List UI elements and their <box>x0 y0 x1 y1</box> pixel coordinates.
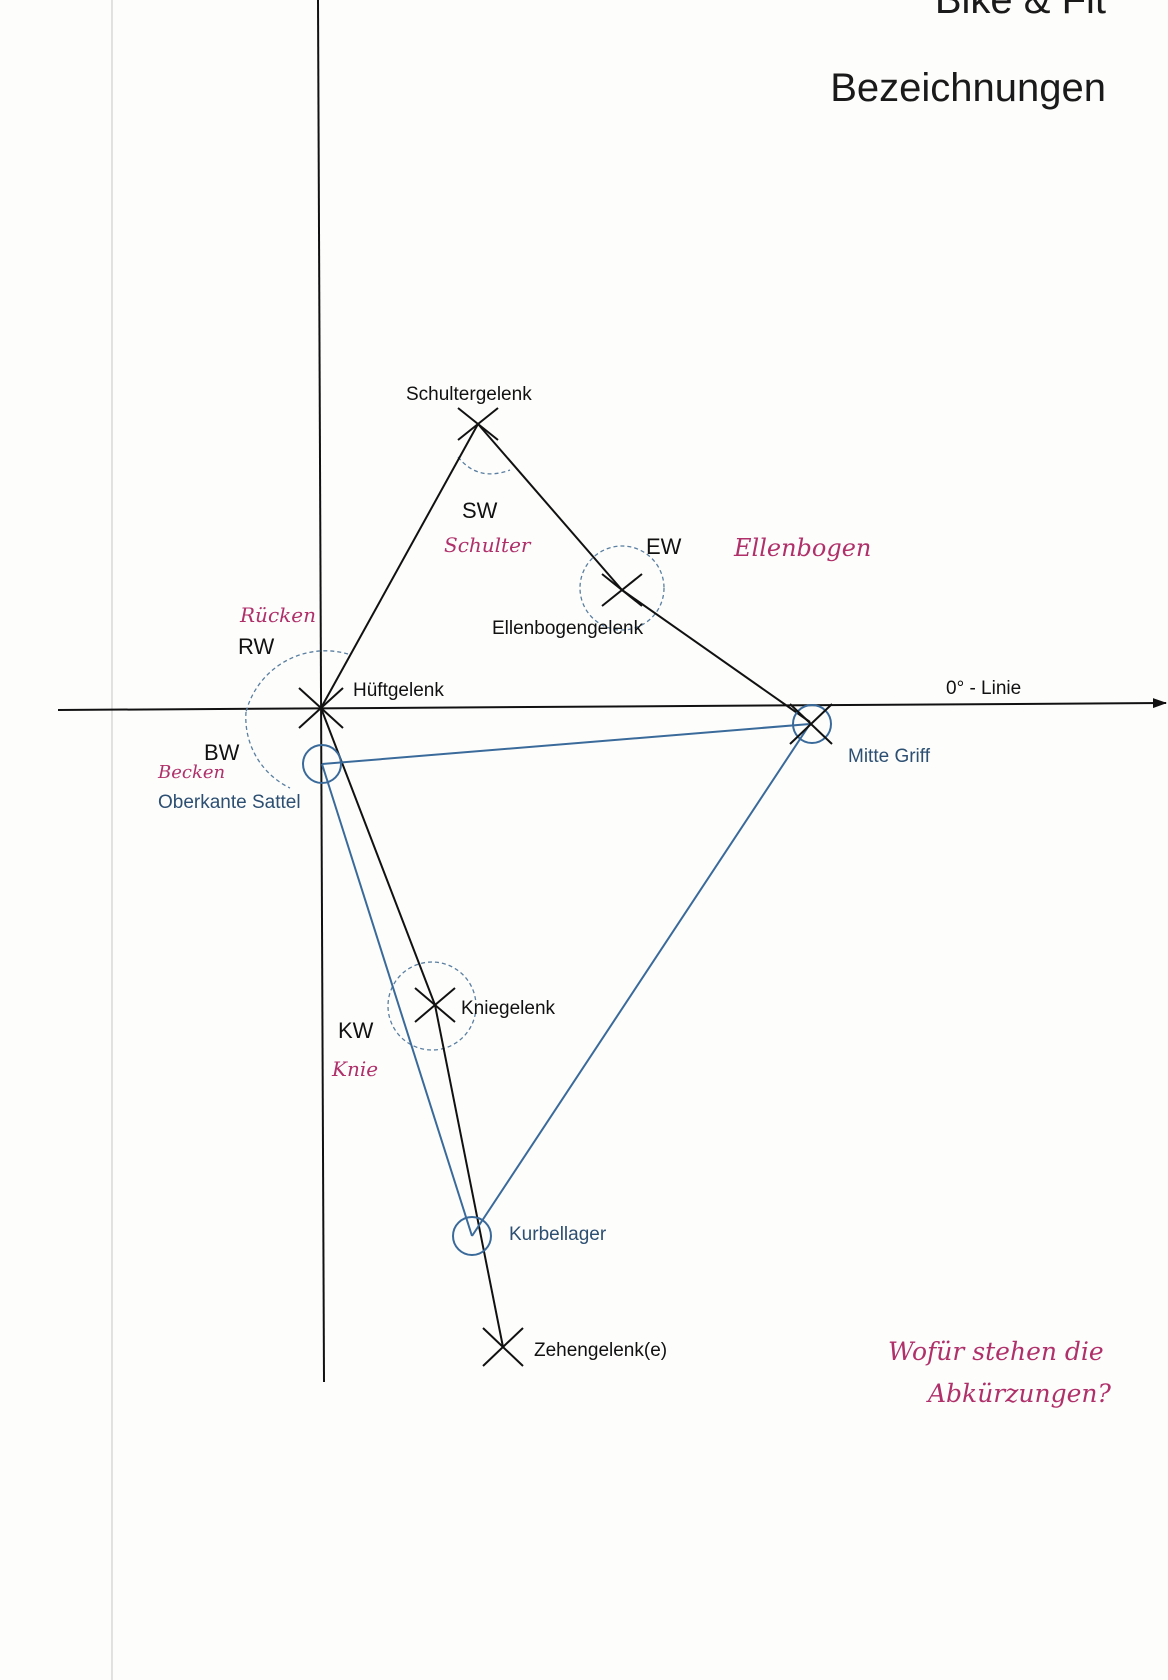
elbow-angle-arc <box>579 545 665 631</box>
knee-joint-label: Kniegelenk <box>461 998 556 1019</box>
vertical-axis <box>317 0 325 1383</box>
shoulder-joint-label: Schultergelenk <box>406 384 532 405</box>
back-angle-arc <box>245 650 349 713</box>
torso-segment <box>320 423 479 709</box>
page-title: Bike & Fit <box>934 0 1106 22</box>
saddle-handle-line <box>321 723 811 765</box>
zero-degree-line <box>57 698 1167 711</box>
hip-joint-marker <box>298 687 344 729</box>
ew-handwritten-note: Ellenbogen <box>733 534 871 562</box>
rw-handwritten-note: Rücken <box>239 603 316 627</box>
toe-joint-label: Zehengelenk(e) <box>534 1340 667 1361</box>
question-note-line1: Wofür stehen die <box>888 1337 1104 1366</box>
handle-center-marker <box>792 704 832 744</box>
handle-joint-marker <box>789 703 833 745</box>
saddle-crank-line <box>321 763 473 1237</box>
hip-joint-label: Hüftgelenk <box>353 680 444 701</box>
kw-angle-label: KW <box>338 1018 374 1043</box>
shank-segment <box>434 1004 504 1348</box>
zero-line-label: 0° - Linie <box>946 678 1021 699</box>
saddle-top-label: Oberkante Sattel <box>158 792 301 813</box>
crank-bearing-label: Kurbellager <box>509 1224 607 1245</box>
pelvis-angle-arc <box>245 711 291 789</box>
bw-angle-label: BW <box>204 740 240 765</box>
shoulder-angle-arc <box>457 456 511 475</box>
upper-arm-segment <box>477 423 623 591</box>
saddle-top-marker <box>302 744 342 784</box>
bw-handwritten-note: Becken <box>157 762 225 783</box>
handle-center-label: Mitte Griff <box>848 746 931 767</box>
elbow-joint-label: Ellenbogengelenk <box>492 618 644 639</box>
knee-joint-marker <box>414 987 456 1023</box>
forearm-segment <box>621 589 811 723</box>
kw-handwritten-note: Knie <box>331 1057 378 1081</box>
sw-angle-label: SW <box>462 498 498 523</box>
shoulder-joint-marker <box>457 407 499 441</box>
knee-angle-arc <box>387 961 477 1051</box>
ew-angle-label: EW <box>646 534 682 559</box>
handle-crank-line <box>471 723 811 1237</box>
elbow-joint-marker <box>601 573 643 607</box>
crank-bearing-marker <box>452 1216 492 1256</box>
toe-joint-marker <box>482 1327 524 1367</box>
sw-handwritten-note: Schulter <box>444 533 532 557</box>
page-subtitle: Bezeichnungen <box>830 66 1106 110</box>
rw-angle-label: RW <box>238 634 274 659</box>
question-note-line2: Abkürzungen? <box>926 1379 1112 1408</box>
